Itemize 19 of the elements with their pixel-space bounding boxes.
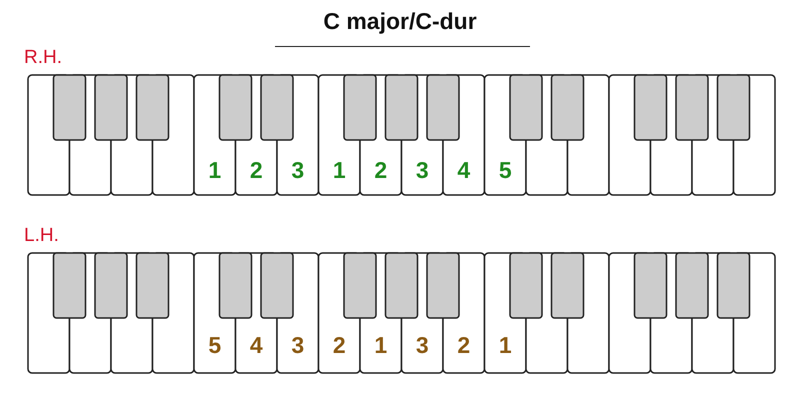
finger-number: 2 [250,157,263,184]
hand-label: R.H. [24,47,62,69]
finger-number: 2 [374,157,388,184]
finger-number: 3 [416,157,429,184]
finger-number: 5 [498,157,512,184]
finger-number: 1 [332,157,346,184]
finger-number: 3 [416,332,429,359]
finger-number: 4 [250,332,263,359]
finger-number: 2 [332,332,346,359]
finger-number: 1 [208,157,222,184]
finger-number: 4 [457,157,470,184]
finger-number: 3 [291,157,304,184]
hand-label: L.H. [24,225,59,247]
finger-number: 2 [457,332,470,359]
finger-number: 1 [498,332,512,359]
finger-number: 1 [374,332,388,359]
finger-number: 3 [291,332,304,359]
finger-number: 5 [208,332,222,359]
title: C major/C-dur [323,8,477,35]
